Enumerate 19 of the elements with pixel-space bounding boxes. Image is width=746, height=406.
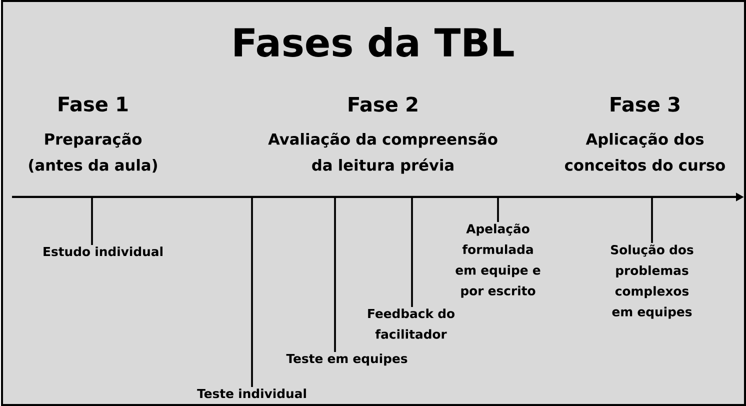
- phase-heading: Fase 2: [348, 96, 418, 112]
- event-label: Estudo individual: [44, 246, 162, 256]
- phase-description: Preparação (antes da aula): [29, 132, 157, 173]
- leader-line: [334, 197, 336, 352]
- leader-line: [251, 197, 253, 387]
- phase-heading: Fase 3: [610, 96, 680, 112]
- phase-description: Aplicação dos conceitos do curso: [565, 132, 725, 171]
- event-label: Apelação formulada em equipe e por escrito: [456, 224, 540, 298]
- phase-description: Avaliação da compreensão da leitura prévia: [268, 132, 498, 174]
- leader-line: [651, 197, 653, 243]
- leader-line: [497, 197, 499, 222]
- event-label: Feedback do facilitador: [368, 308, 454, 339]
- event-label: Teste em equipes: [286, 354, 408, 366]
- leader-line: [91, 197, 93, 245]
- event-label: Teste individual: [197, 388, 306, 398]
- leader-line: [411, 197, 413, 307]
- event-label: Solução dos problemas complexos em equipes: [611, 244, 694, 319]
- title: Fases da TBL: [234, 27, 514, 57]
- phase-heading: Fase 1: [58, 96, 128, 112]
